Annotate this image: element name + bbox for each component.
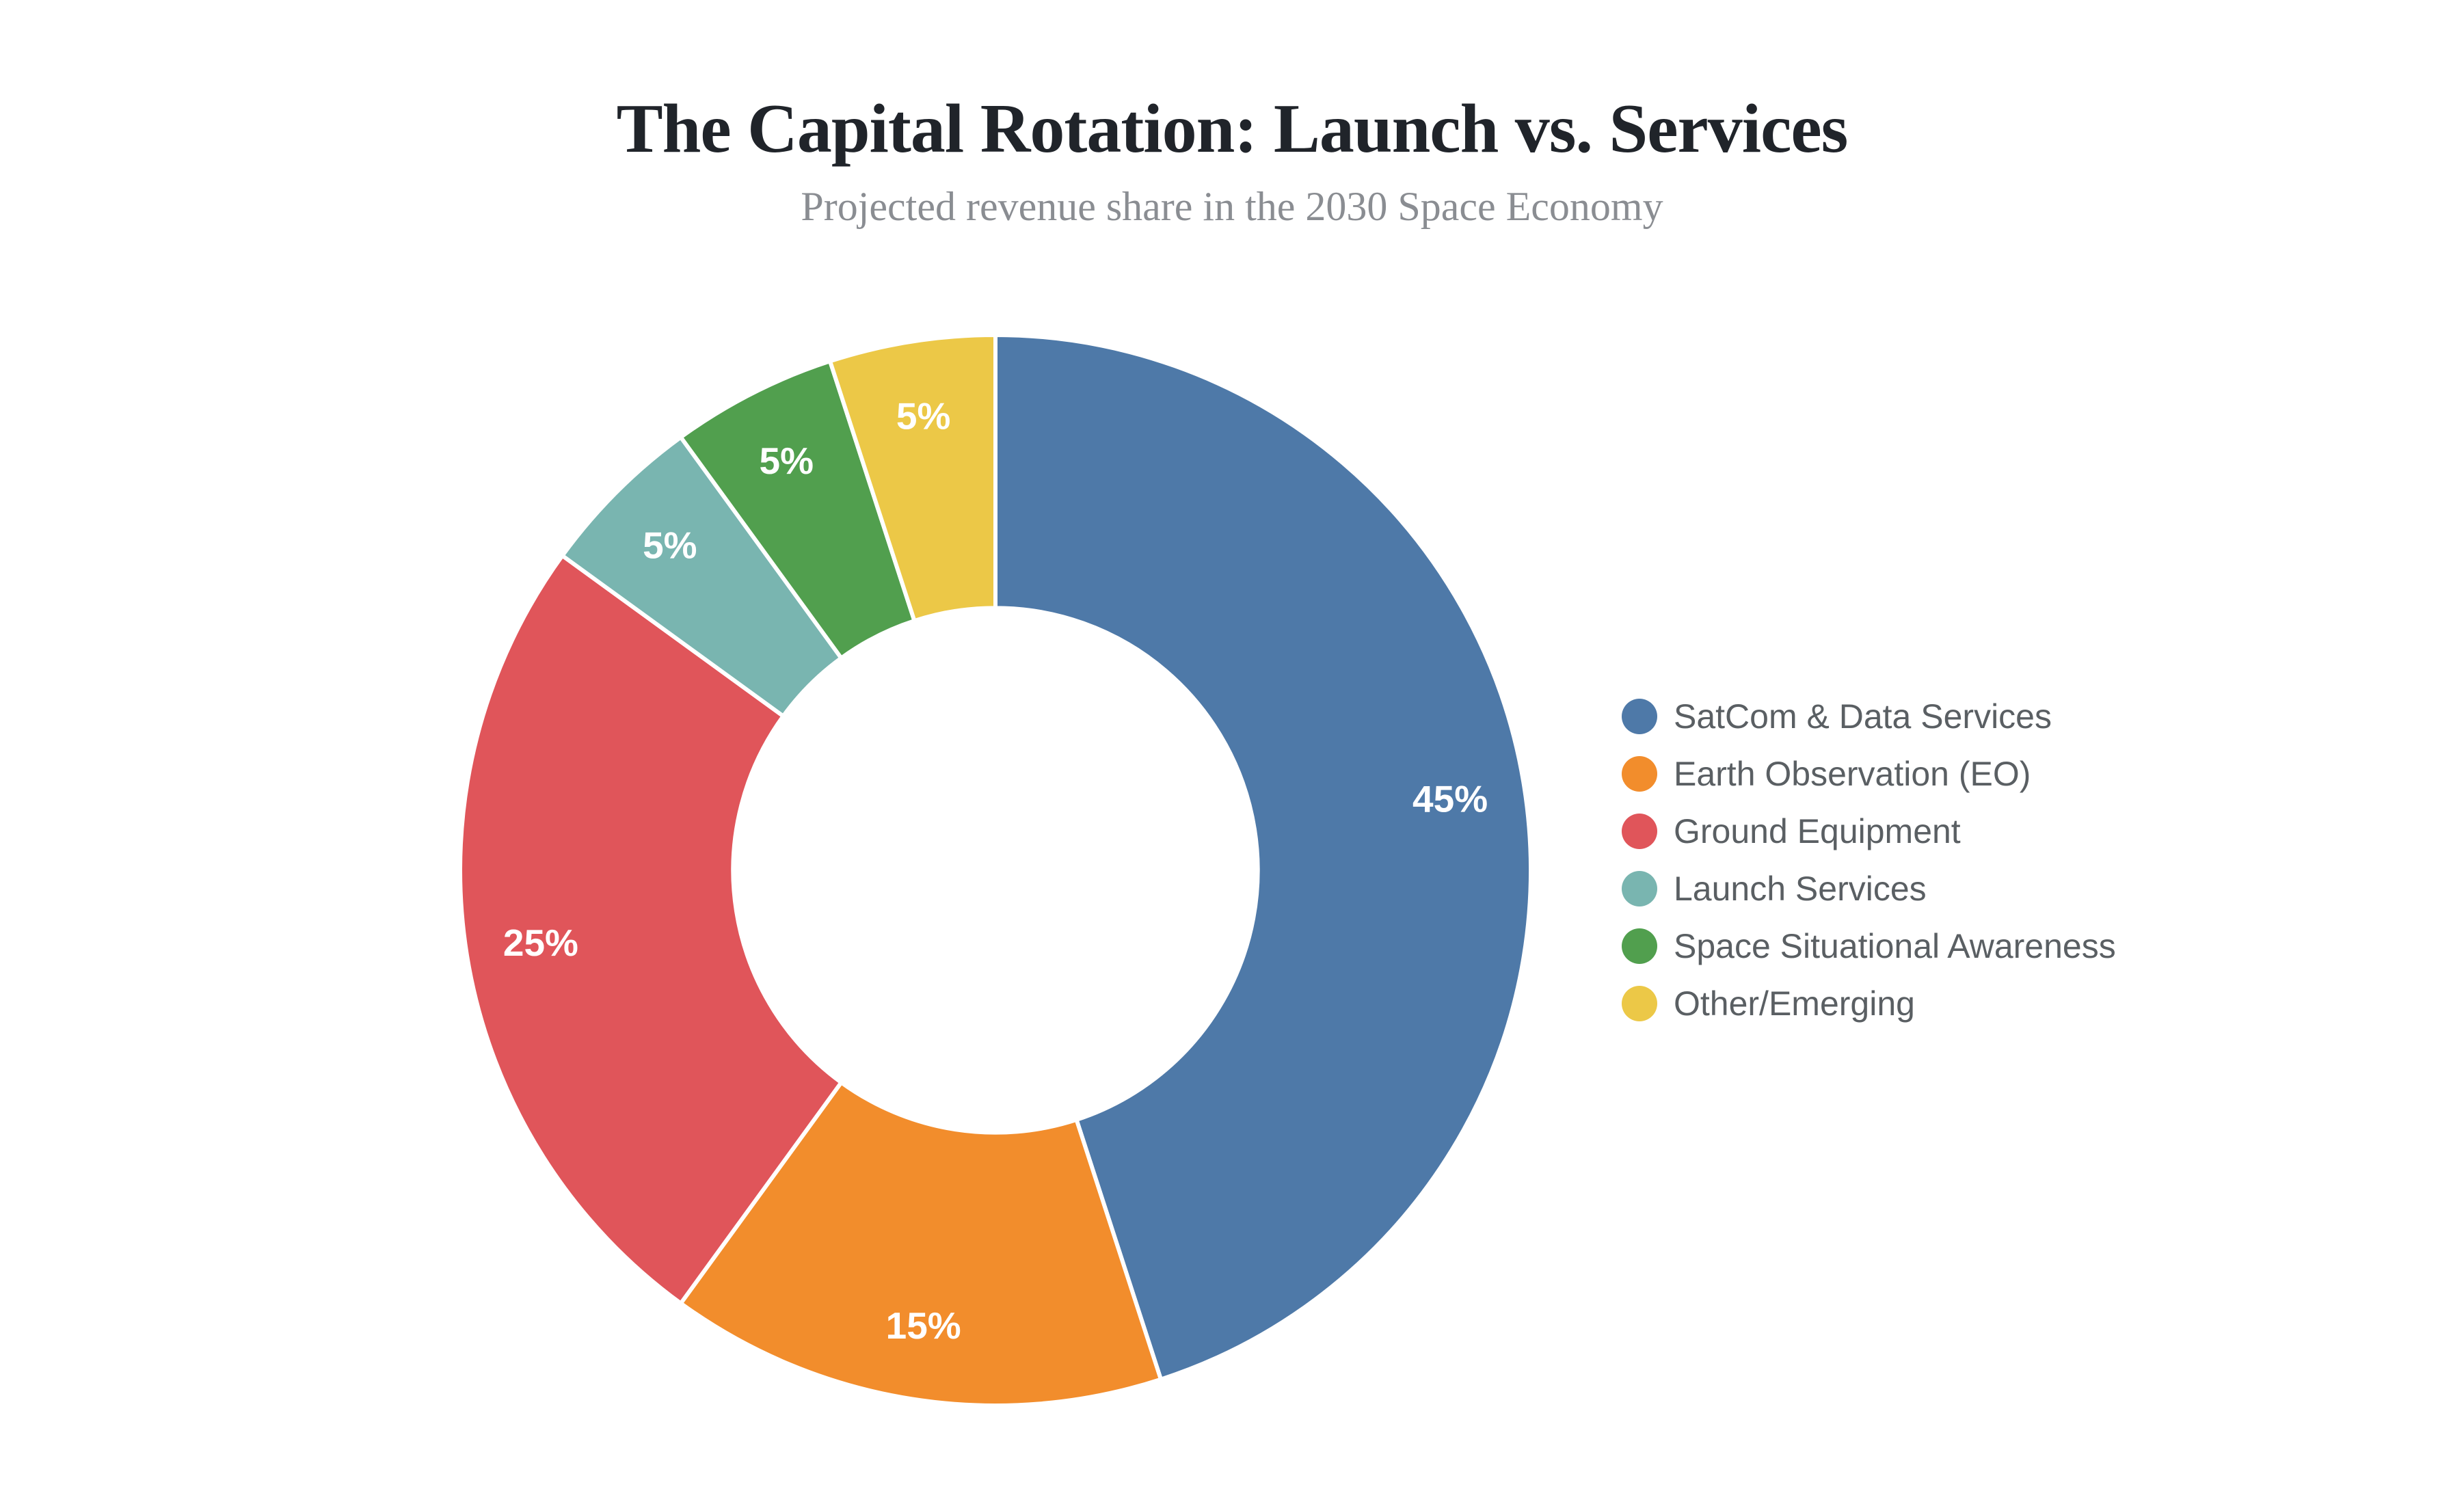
legend-label-ground-equipment: Ground Equipment (1674, 812, 1961, 850)
legend-swatch-satcom-data-services (1622, 699, 1657, 734)
slice-value-label-satcom-data-services: 45% (1412, 777, 1488, 820)
legend-item-satcom-data-services: SatCom & Data Services (1622, 688, 2116, 745)
legend-label-other-emerging: Other/Emerging (1674, 984, 1915, 1023)
pie-slice-earth-observation-eo (678, 1079, 1164, 1408)
legend-label-earth-observation-eo: Earth Observation (EO) (1674, 755, 2031, 793)
slice-value-label-earth-observation-eo: 15% (886, 1304, 961, 1347)
slice-value-label-other-emerging: 5% (896, 395, 951, 438)
slice-value-label-ground-equipment: 25% (503, 922, 578, 964)
pie-slice-ground-equipment (458, 552, 844, 1306)
slice-value-label-space-situational-awareness: 5% (760, 440, 814, 482)
pie-slice-other-emerging (827, 332, 997, 623)
legend-item-launch-services: Launch Services (1622, 860, 2116, 917)
legend-label-launch-services: Launch Services (1674, 870, 1927, 908)
chart-subtitle: Projected revenue share in the 2030 Spac… (801, 184, 1663, 229)
legend-item-ground-equipment: Ground Equipment (1622, 803, 2116, 860)
pie-slice-satcom-data-services (993, 332, 1533, 1382)
legend-swatch-earth-observation-eo (1622, 756, 1657, 792)
legend-swatch-space-situational-awareness (1622, 928, 1657, 964)
legend-swatch-launch-services (1622, 871, 1657, 907)
slice-value-label-launch-services: 5% (643, 524, 697, 567)
legend-label-satcom-data-services: SatCom & Data Services (1674, 697, 2052, 736)
legend-item-other-emerging: Other/Emerging (1622, 975, 2116, 1032)
legend-swatch-other-emerging (1622, 986, 1657, 1021)
chart-title: The Capital Rotation: Launch vs. Service… (616, 90, 1849, 167)
legend-item-space-situational-awareness: Space Situational Awareness (1622, 917, 2116, 975)
legend-swatch-ground-equipment (1622, 814, 1657, 849)
legend-item-earth-observation-eo: Earth Observation (EO) (1622, 745, 2116, 803)
legend-label-space-situational-awareness: Space Situational Awareness (1674, 927, 2116, 965)
